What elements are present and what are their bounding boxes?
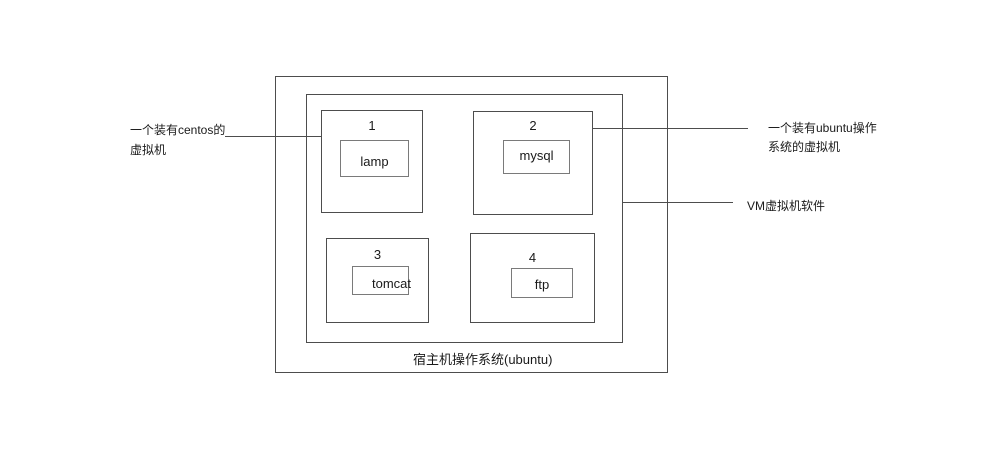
annotation-vm-software: VM虚拟机软件	[747, 199, 826, 213]
host-os-label: 宿主机操作系统(ubuntu)	[413, 352, 553, 367]
app-label: mysql	[519, 147, 554, 163]
vm-number-label: 3	[373, 247, 382, 262]
annotation-ubuntu-line2: 系统的虚拟机	[768, 140, 841, 154]
vm-box-3: 3	[326, 238, 429, 323]
leader-line-centos	[225, 136, 321, 137]
vm-box-1: 1	[321, 110, 423, 213]
leader-line-ubuntu	[593, 128, 748, 129]
vm-number-label: 1	[368, 118, 376, 133]
app-box-ftp: ftp	[511, 268, 573, 298]
app-label: lamp	[360, 154, 389, 169]
app-label: ftp	[534, 276, 550, 292]
annotation-centos-vm: 一个装有centos的 虚拟机	[130, 120, 225, 160]
app-label: tomcat	[371, 276, 411, 291]
vm-number-label: 4	[528, 250, 537, 265]
vm-number-label: 2	[529, 118, 537, 133]
app-box-lamp: lamp	[340, 140, 409, 177]
app-box-mysql: mysql	[503, 140, 570, 174]
annotation-centos-line1: 一个装有centos的	[130, 123, 226, 137]
annotation-ubuntu-vm: 一个装有ubuntu操作 系统的虚拟机	[768, 119, 877, 157]
leader-line-vm-software	[623, 202, 733, 203]
annotation-centos-line2: 虚拟机	[130, 143, 167, 157]
vm-box-4: 4	[470, 233, 595, 323]
host-os-box	[275, 76, 668, 373]
app-box-tomcat: tomcat	[352, 266, 411, 295]
vm-box-2: 2	[473, 111, 593, 215]
annotation-ubuntu-line1: 一个装有ubuntu操作	[768, 121, 877, 135]
vm-software-box	[306, 94, 623, 343]
